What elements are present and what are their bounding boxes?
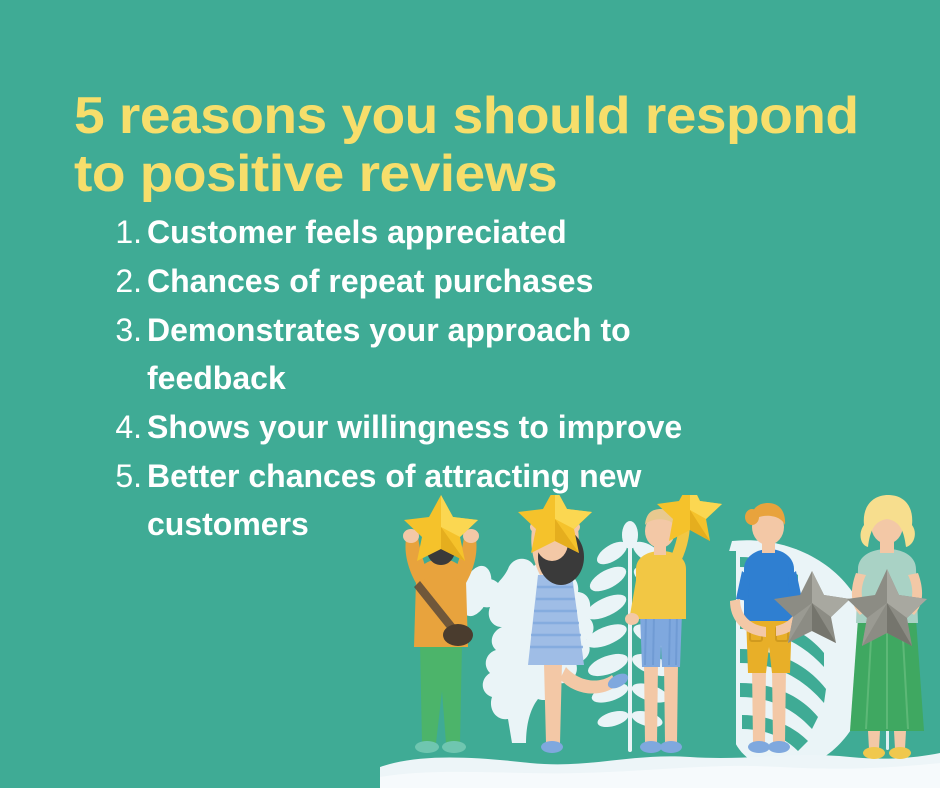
list-item: 1. Customer feels appreciated: [104, 208, 824, 256]
figure-bearded-man: [403, 495, 479, 753]
list-item-label: Customer feels appreciated: [147, 214, 567, 250]
list-item: 2. Chances of repeat purchases: [104, 257, 824, 305]
gold-star-icon: [657, 495, 722, 541]
people-with-stars-illustration: [380, 495, 940, 788]
figure-yellow-top: [625, 495, 722, 753]
figure-man-blue-shirt: [730, 503, 850, 753]
list-item: 3. Demonstrates your approach to feedbac…: [104, 306, 824, 402]
list-item-number: 1.: [115, 214, 142, 250]
list-item-number: 2.: [115, 263, 142, 299]
list-item-number: 4.: [115, 409, 142, 445]
ground-layer: [380, 753, 940, 788]
gold-star-icon: [404, 495, 478, 561]
reasons-list: 1. Customer feels appreciated 2. Chances…: [104, 208, 824, 549]
list-item: 4. Shows your willingness to improve: [104, 403, 824, 451]
gray-star-icon: [847, 569, 927, 646]
list-item-label: Chances of repeat purchases: [147, 263, 594, 299]
figure-blonde-woman: [847, 495, 927, 759]
list-item-label: Demonstrates your approach to feedback: [147, 312, 631, 396]
page-title: 5 reasons you should respond to positive…: [74, 86, 859, 203]
figure-woman-blue-dress: [518, 495, 629, 753]
list-item-label: Better chances of attracting new custome…: [147, 458, 642, 542]
list-item-label: Shows your willingness to improve: [147, 409, 683, 445]
gray-star-icon: [774, 571, 850, 643]
list-item: 5. Better chances of attracting new cust…: [104, 452, 824, 548]
gold-star-icon: [518, 495, 592, 553]
list-item-number: 3.: [115, 312, 142, 348]
foliage-group: [460, 521, 916, 770]
list-item-number: 5.: [115, 458, 142, 494]
